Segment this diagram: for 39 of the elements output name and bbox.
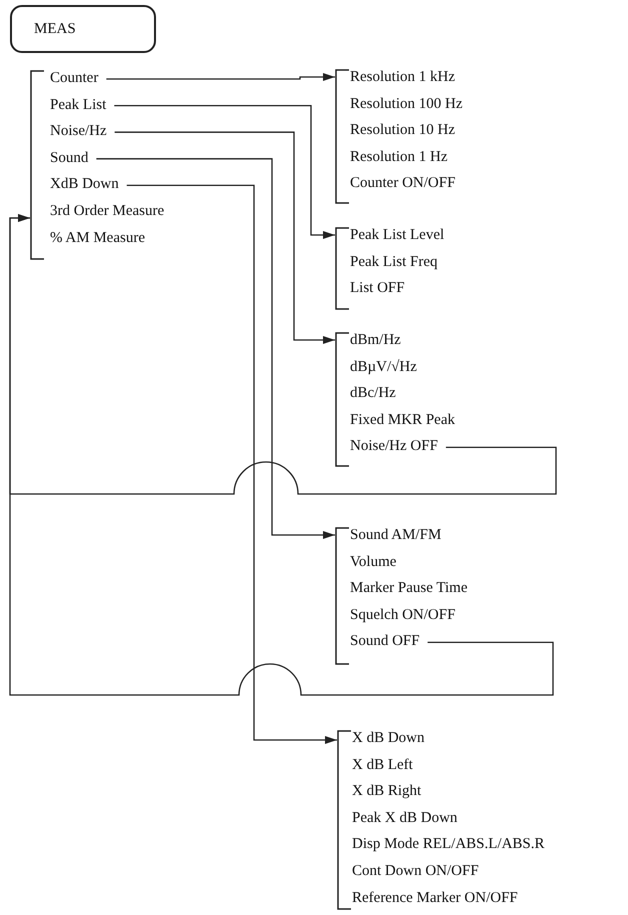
menu-item: X dB Down (352, 729, 425, 747)
menu-item: Counter ON/OFF (350, 174, 456, 192)
menu-item: Sound OFF (350, 632, 420, 650)
menu-item: Marker Pause Time (350, 579, 468, 598)
menu-item: X dB Left (352, 756, 413, 774)
menu-item: % AM Measure (50, 228, 145, 247)
menu-item: Resolution 1 kHz (350, 68, 455, 86)
connector-arrow (126, 184, 337, 744)
connector-arrow (106, 73, 335, 81)
menu-item: Squelch ON/OFF (350, 606, 456, 624)
menu-item: Resolution 10 Hz (350, 121, 455, 140)
menu-item: X dB Right (352, 782, 422, 800)
connector-arrow (96, 158, 335, 539)
menu-item: Reference Marker ON/OFF (352, 888, 518, 907)
menu-item: Peak List Level (350, 226, 444, 244)
connector-arrow (9, 214, 554, 696)
menu-item: 3rd Order Measure (50, 202, 164, 220)
menu-item: Sound AM/FM (350, 526, 442, 544)
connector-arrow (114, 132, 335, 344)
menu-item: Sound (50, 148, 88, 167)
menu-item: dBm/Hz (350, 331, 401, 349)
menu-item: Cont Down ON/OFF (352, 862, 479, 880)
menu-item: List OFF (350, 279, 405, 298)
menu-item: dBµV/√Hz (350, 358, 417, 376)
menu-item: Noise/Hz OFF (350, 437, 438, 456)
menu-item: Noise/Hz (50, 122, 107, 140)
menu-item: XdB Down (50, 175, 119, 194)
connector-arrow (114, 104, 335, 239)
menu-item: Disp Mode REL/ABS.L/ABS.R (352, 835, 545, 854)
menu-item: Resolution 1 Hz (350, 148, 448, 166)
menu-key: MEAS (10, 5, 156, 53)
menu-item: Peak List (50, 96, 106, 114)
menu-item: Volume (350, 552, 396, 571)
menu-item: Peak List Freq (350, 252, 438, 271)
menu-item: dBc/Hz (350, 384, 396, 402)
menu-item: Resolution 100 Hz (350, 94, 462, 113)
menu-item: Fixed MKR Peak (350, 410, 455, 429)
menu-item: Peak X dB Down (352, 808, 458, 827)
menu-item: Counter (50, 69, 98, 87)
